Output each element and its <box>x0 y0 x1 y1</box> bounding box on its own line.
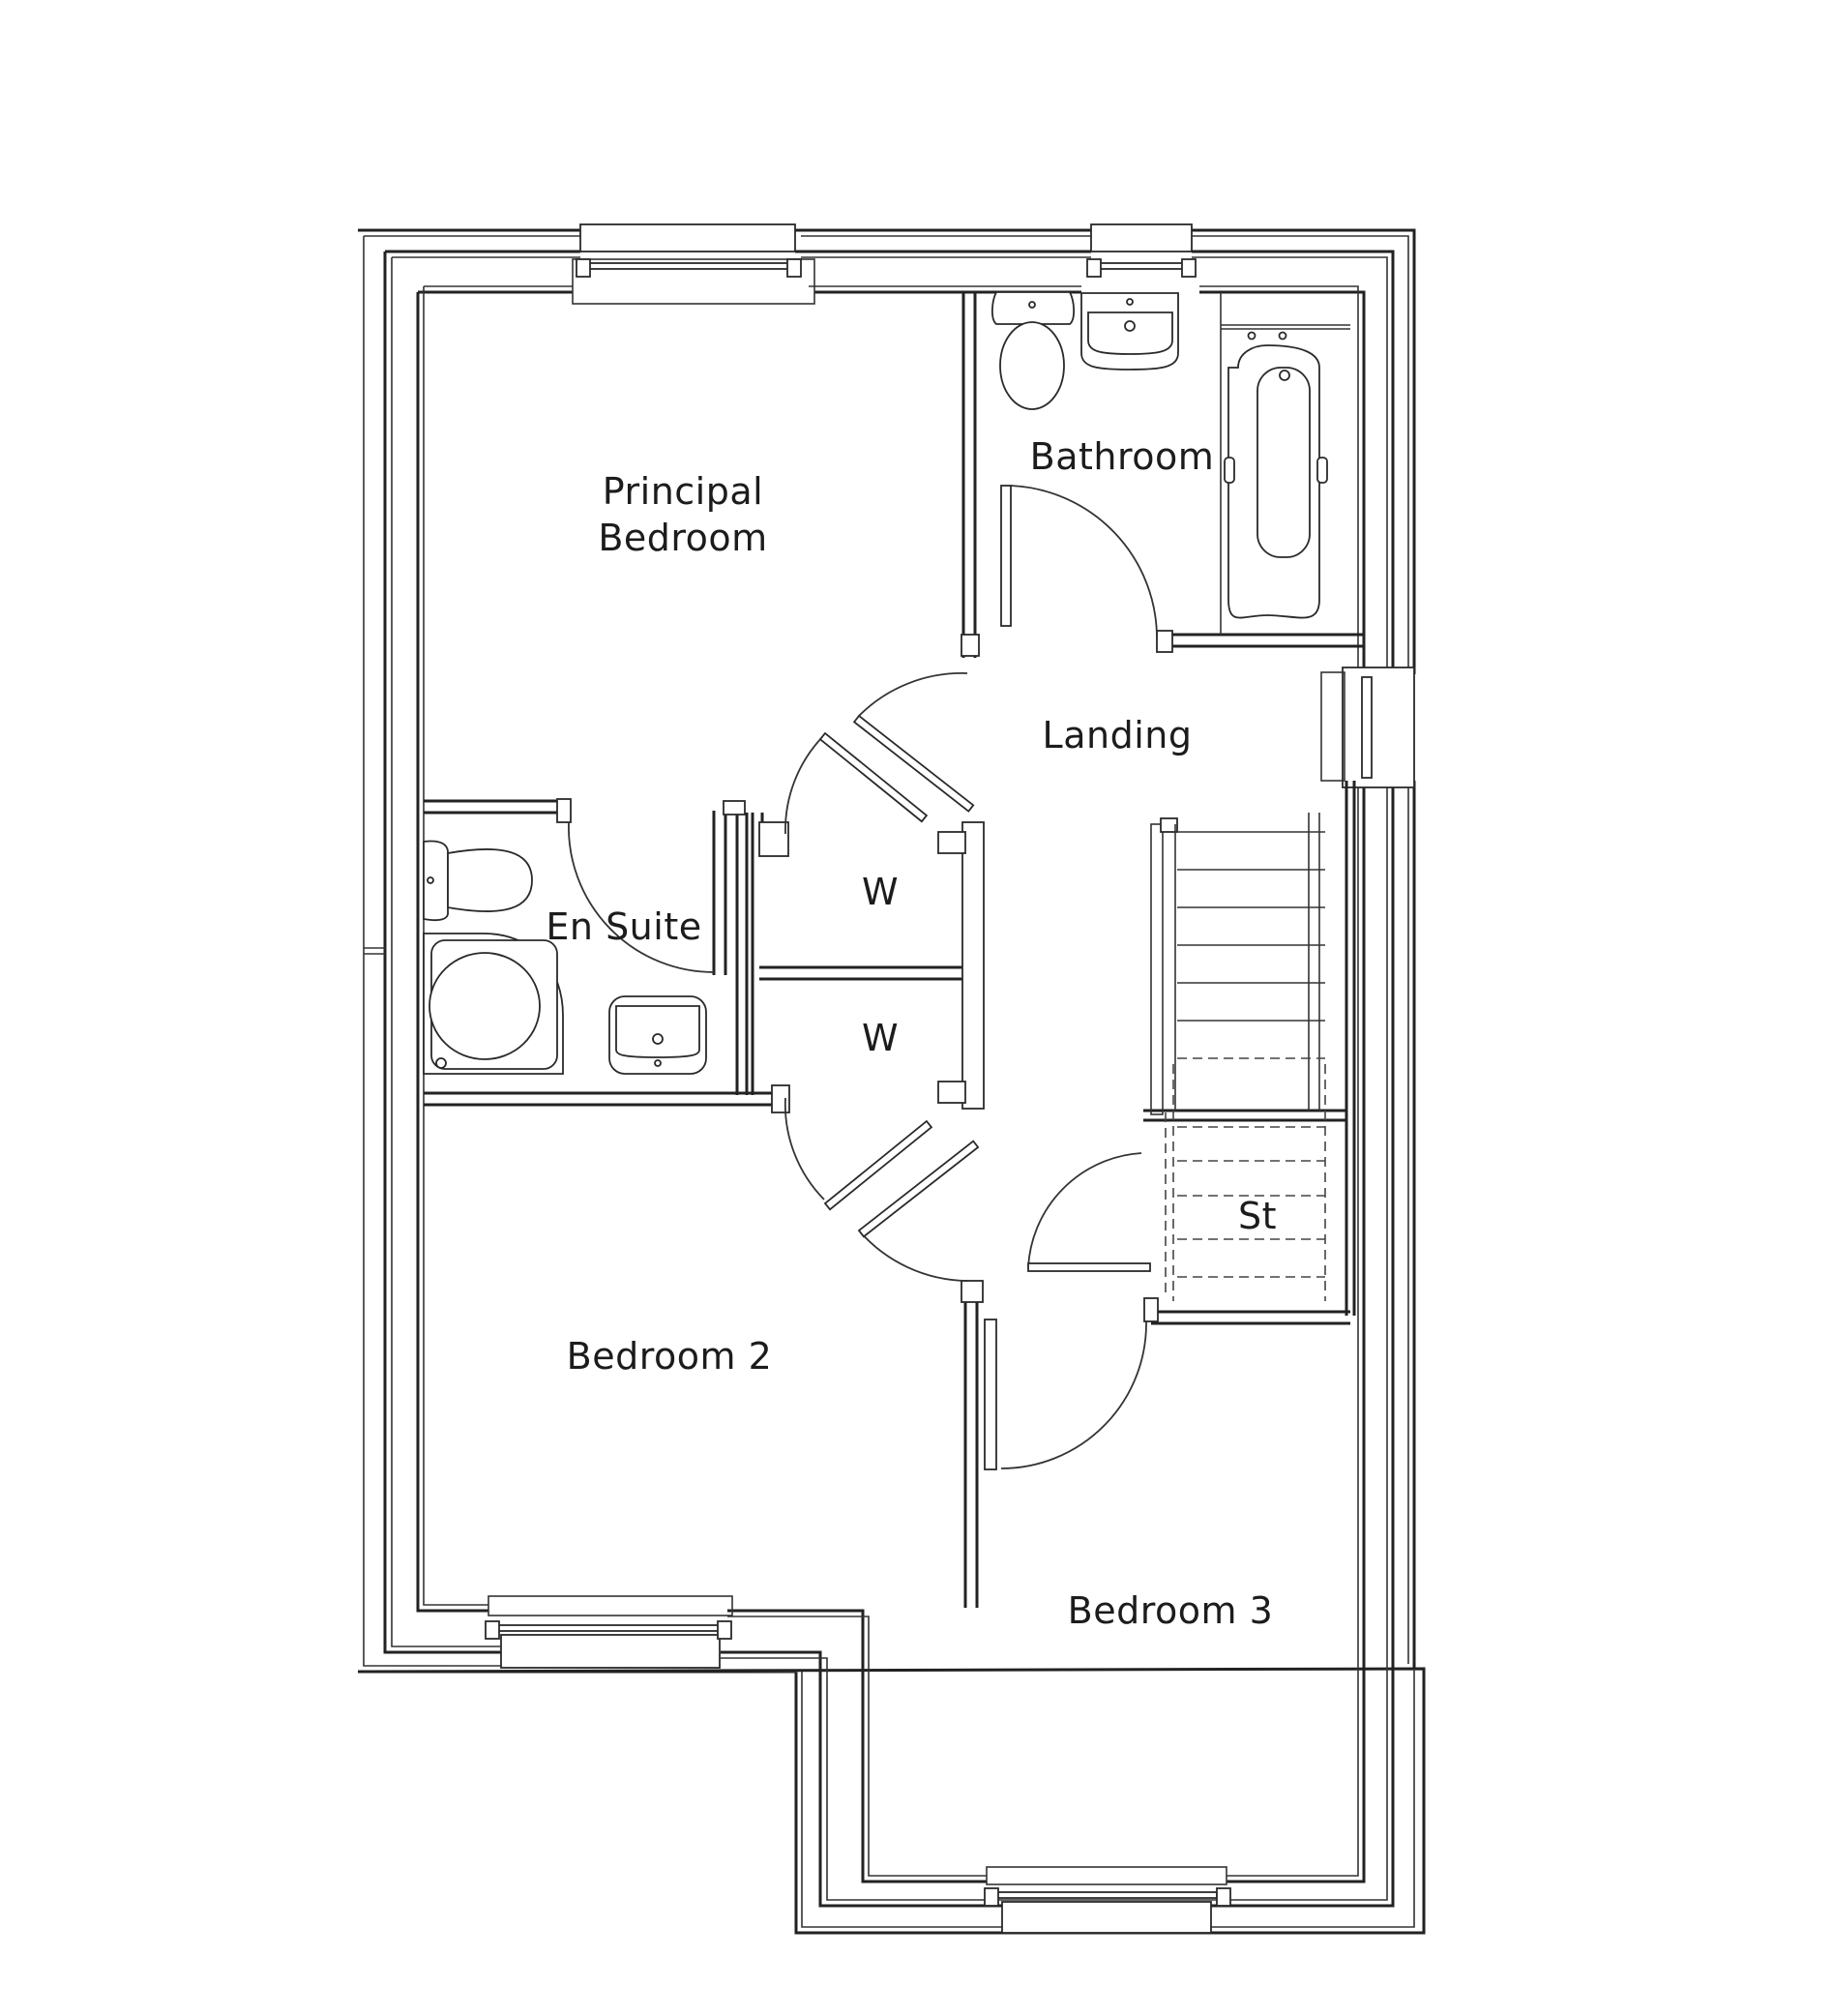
room-label-bathroom: Bathroom <box>1029 435 1215 478</box>
principal-bedroom-window <box>572 223 815 305</box>
room-label-landing: Landing <box>1042 714 1193 756</box>
bedroom-2-window <box>485 1595 733 1669</box>
room-label-wardrobe-2: W <box>861 1017 900 1059</box>
bathroom-bath <box>1224 331 1328 619</box>
room-label-bedroom-3: Bedroom 3 <box>1067 1589 1274 1632</box>
room-label-wardrobe-1: W <box>861 871 900 913</box>
staircase <box>1150 813 1326 1301</box>
room-label-principal-bedroom: Principal Bedroom <box>598 470 768 559</box>
room-label-store: St <box>1237 1195 1278 1237</box>
bathroom-window <box>1086 223 1197 278</box>
internal-walls <box>424 292 1364 1608</box>
en-suite-toilet <box>423 840 533 922</box>
en-suite-basin <box>608 995 707 1075</box>
en-suite-shower <box>423 933 564 1075</box>
room-label-bedroom-2: Bedroom 2 <box>566 1335 773 1378</box>
room-label-en-suite: En Suite <box>546 905 702 948</box>
doors <box>568 485 1158 1469</box>
bedroom-3-window <box>984 1866 1231 1934</box>
bathroom-basin <box>1080 292 1179 371</box>
bathroom-toilet <box>990 291 1076 410</box>
landing-window <box>1320 667 1415 788</box>
external-walls <box>357 228 1426 1935</box>
